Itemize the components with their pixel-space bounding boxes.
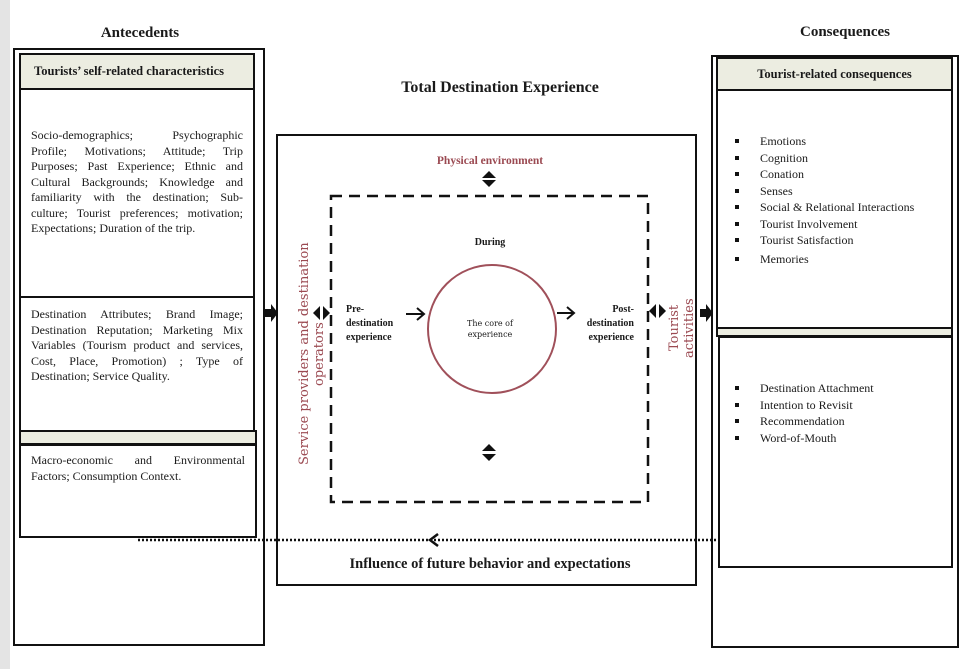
list-item: Emotions	[732, 133, 914, 150]
list-item: Tourist Involvement	[732, 216, 914, 233]
macro-factors-text: Macro-economic and Environmental Factors…	[31, 453, 245, 483]
right-double-arrow-icon	[649, 304, 666, 318]
feedback-label: Influence of future behavior and expecta…	[349, 556, 631, 572]
antecedents-header: Tourists’ self-related characteristics	[19, 53, 255, 90]
list-item: Word-of-Mouth	[732, 430, 874, 447]
total-destination-experience-title: Total Destination Experience	[401, 79, 599, 96]
destination-characteristics-text: Destination Attributes; Brand Image; Des…	[31, 307, 243, 383]
destination-consequences-list: Destination Attachment Intention to Revi…	[732, 380, 874, 446]
feedback-arrowhead-icon	[427, 533, 439, 547]
during-label: During	[474, 237, 506, 248]
antecedent-box-tourist: Socio-demographics; Psychographic Profil…	[19, 88, 255, 298]
tourist-characteristics-text: Socio-demographics; Psychographic Profil…	[31, 128, 243, 235]
consequences-box-destination: Destination Attachment Intention to Revi…	[718, 336, 953, 568]
post-destination-label: Post-destination experience	[586, 304, 634, 343]
core-of-experience-label: The core of experience	[467, 319, 513, 339]
center-to-consequences-arrow-icon	[700, 304, 713, 322]
antecedents-title: Antecedents	[100, 25, 180, 41]
consequences-box-tourist: Emotions Cognition Conation Senses Socia…	[716, 89, 953, 329]
consequences-outer-frame	[711, 55, 959, 648]
center-outer-frame	[276, 134, 697, 586]
list-item: Conation	[732, 166, 914, 183]
physical-environment-label: Physical environment	[436, 155, 544, 167]
list-item: Intention to Revisit	[732, 397, 874, 414]
list-item: Senses	[732, 183, 914, 200]
core-experience-circle	[427, 264, 557, 394]
pre-to-core-arrow-icon	[406, 307, 426, 321]
bottom-double-arrow-icon	[482, 444, 496, 461]
list-item: Memories	[732, 251, 914, 268]
antecedents-to-center-arrow-icon	[265, 304, 278, 322]
left-edge-bar	[0, 0, 10, 669]
consequences-title: Consequences	[799, 24, 890, 40]
physical-env-double-arrow-icon	[482, 171, 496, 187]
tourist-consequences-list: Emotions Cognition Conation Senses Socia…	[732, 133, 914, 267]
list-item: Recommendation	[732, 413, 874, 430]
antecedents-outer-frame	[13, 48, 265, 646]
list-item: Destination Attachment	[732, 380, 874, 397]
list-item: Tourist Satisfaction	[732, 232, 914, 249]
left-double-arrow-icon	[313, 306, 330, 320]
core-to-post-arrow-icon	[557, 306, 576, 320]
antecedent-box-macro: Macro-economic and Environmental Factors…	[19, 444, 257, 538]
list-item: Cognition	[732, 150, 914, 167]
experience-dashed-box	[329, 194, 650, 504]
pre-destination-label: Pre-destination experience	[346, 304, 394, 343]
antecedent-box-destination: Destination Attributes; Brand Image; Des…	[19, 296, 255, 432]
list-item: Social & Relational Interactions	[732, 199, 914, 216]
